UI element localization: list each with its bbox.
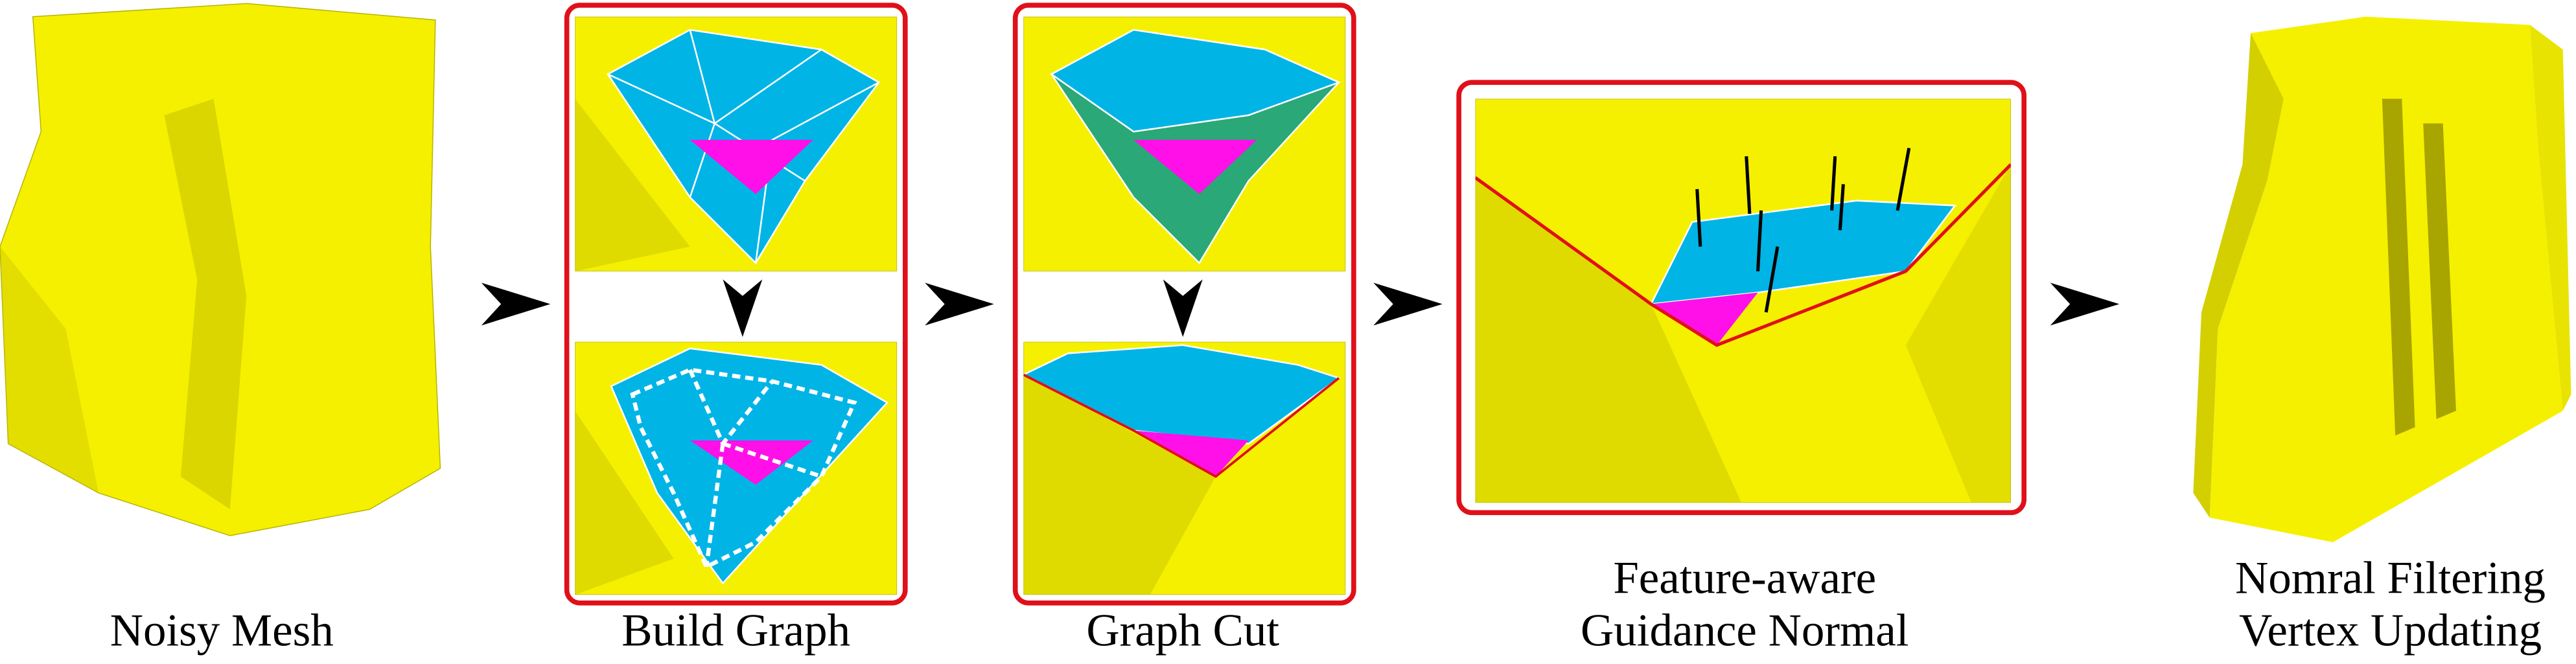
normal-arrows	[1695, 148, 1911, 313]
arrow-right-icon	[2050, 282, 2120, 326]
stage-label-graph-cut: Graph Cut	[1086, 606, 1279, 656]
arrow-right-icon	[925, 282, 994, 326]
build-graph-top-image	[575, 16, 898, 271]
arrow-right-icon	[481, 282, 551, 326]
graph-cut-top-image	[1023, 16, 1346, 271]
stage-label-build-graph: Build Graph	[621, 606, 850, 656]
filtered-mesh-image	[2193, 16, 2571, 542]
build-graph-bottom-image	[575, 341, 898, 595]
stage-label-guidance-line1: Feature-aware	[1613, 553, 1876, 604]
arrow-right-icon	[1373, 282, 1443, 326]
graph-cut-bottom-image	[1023, 341, 1346, 595]
guidance-normal-image	[1475, 98, 2011, 503]
stage-label-filtering-line1: Nomral Filtering	[2235, 553, 2546, 604]
stage-label-guidance-line2: Guidance Normal	[1581, 606, 1909, 656]
arrow-down-icon	[723, 279, 763, 338]
stage-label-filtering-line2: Vertex Updating	[2239, 606, 2542, 656]
build-graph-frame	[564, 3, 908, 606]
noisy-mesh-image	[0, 3, 441, 536]
stage-label-noisy-mesh: Noisy Mesh	[110, 606, 334, 656]
graph-cut-frame	[1012, 3, 1356, 606]
arrow-down-icon	[1163, 279, 1203, 338]
guidance-normal-frame	[1456, 80, 2027, 516]
